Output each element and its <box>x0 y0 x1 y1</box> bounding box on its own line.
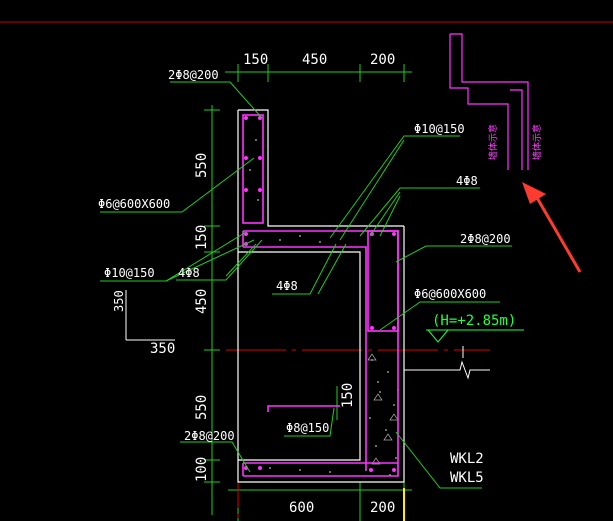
detail-label-1: 墙体示意 <box>487 124 499 160</box>
label-mesh-left: Φ6@600X600 <box>98 197 170 211</box>
level-elevation: (H=+2.85m) <box>432 313 516 329</box>
section-outline <box>237 109 405 483</box>
dim-left-450: 450 <box>194 289 210 314</box>
rebar-cage <box>242 114 399 477</box>
label-mesh-right: Φ6@600X600 <box>414 287 486 301</box>
label-4phi8-left: 4Φ8 <box>178 266 200 280</box>
dim-top-450: 450 <box>302 52 327 68</box>
dim-350-horizontal: 350 <box>150 341 175 357</box>
dim-left-100: 100 <box>194 457 210 482</box>
bracket-350 <box>125 290 175 341</box>
dim-top-150: 150 <box>243 52 268 68</box>
dim-inner-150: 150 <box>340 383 356 408</box>
label-phi10-150-left: Φ10@150 <box>104 266 155 280</box>
beam-label-wkl2: WKL2 <box>450 451 484 467</box>
red-arrow-annotation <box>522 182 582 273</box>
label-top-left-2phi8: 2Φ8@200 <box>168 68 219 82</box>
label-4phi8-mid: 4Φ8 <box>276 279 298 293</box>
level-symbol <box>426 329 524 343</box>
label-2phi8-right: 2Φ8@200 <box>460 232 511 246</box>
top-dimension-chain <box>225 64 412 82</box>
top-right-detail <box>449 33 529 170</box>
label-4phi8-right: 4Φ8 <box>456 174 478 188</box>
dim-top-200: 200 <box>370 52 395 68</box>
concrete-hatch-triangles <box>367 353 399 465</box>
rebar-dots <box>244 116 396 472</box>
detail-label-2: 墙体示意 <box>531 124 543 160</box>
label-phi10-150-top: Φ10@150 <box>414 122 465 136</box>
beam-label-wkl5: WKL5 <box>450 470 484 486</box>
dim-left-150: 150 <box>194 225 210 250</box>
label-inner-phi8-150: Φ8@150 <box>286 421 329 435</box>
dim-left-550-bottom: 550 <box>194 395 210 420</box>
label-bottom-left-2phi8: 2Φ8@200 <box>184 429 235 443</box>
dim-bottom-600: 600 <box>289 500 314 516</box>
leader-lines <box>100 81 512 489</box>
dim-left-550-top: 550 <box>194 153 210 178</box>
dim-bottom-200: 200 <box>370 500 395 516</box>
level-break-mark <box>404 346 490 380</box>
left-dimension-chain <box>204 105 220 515</box>
dim-350-vertical: 350 <box>112 290 126 312</box>
